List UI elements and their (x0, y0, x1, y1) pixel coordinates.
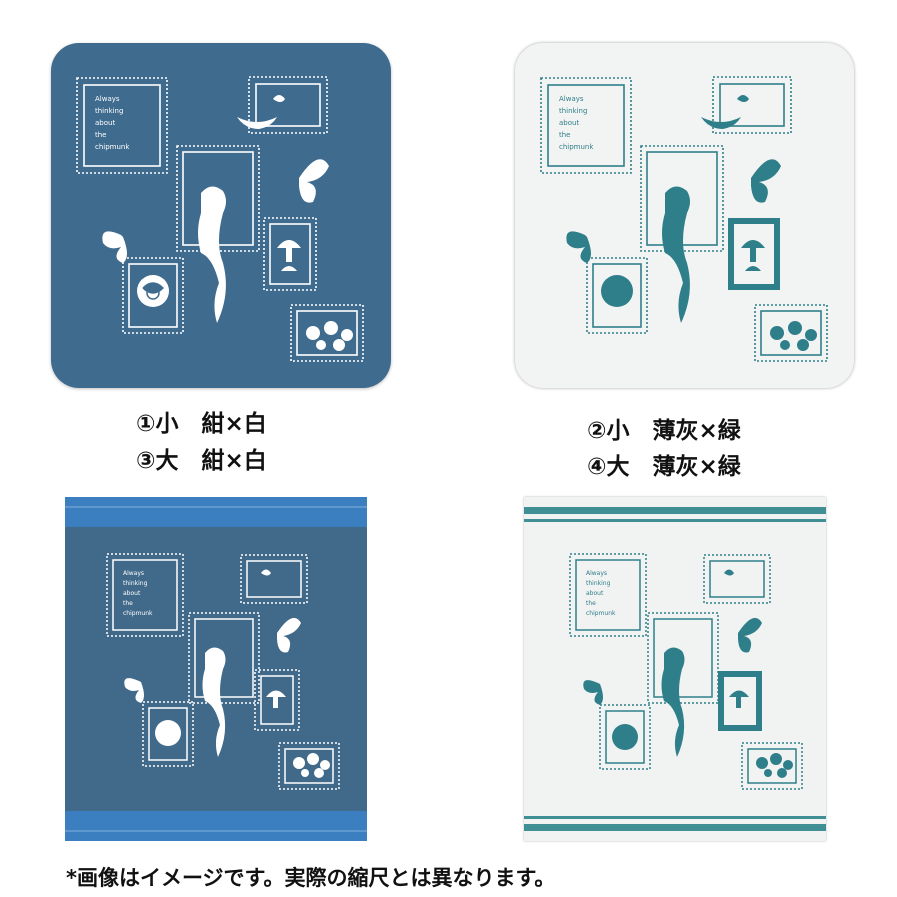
frame-text-line: about (559, 119, 579, 127)
towel-small-navy: Always thinking about the chipmunk (51, 43, 391, 388)
flower-icon (293, 753, 330, 778)
towel-large-lightgray: Always thinking about the chipmunk (524, 497, 826, 841)
frame-text-line: chipmunk (586, 610, 616, 617)
rose-icon (601, 275, 633, 307)
border-stripe (524, 519, 826, 522)
border-stripe (65, 497, 367, 527)
frame-text-line: Always (123, 570, 144, 577)
frame-text-line: Always (559, 95, 584, 103)
mushroom-icon (741, 240, 765, 271)
border-stripe (524, 824, 826, 831)
bird-icon (261, 569, 271, 576)
frame-text-line: chipmunk (95, 143, 130, 151)
frame-text-line: the (586, 600, 596, 607)
flower-icon (756, 753, 793, 778)
flower-icon (770, 321, 817, 351)
bird-icon (724, 569, 734, 576)
frame-text-line: Always (586, 570, 607, 577)
border-stripe (524, 507, 826, 514)
rose-icon (155, 720, 181, 746)
frame-text-line: Always (95, 95, 120, 103)
border-stripe (65, 506, 367, 508)
towel-design: Always thinking about the chipmunk (540, 76, 828, 362)
rose-icon (612, 724, 638, 750)
caption-product-1: ①小 紺×白 (136, 411, 267, 437)
mushroom-icon (729, 690, 749, 708)
border-stripe (65, 811, 367, 841)
frame-text-line: about (123, 590, 141, 597)
border-stripe (65, 830, 367, 832)
frame-text-line: thinking (95, 107, 123, 115)
frame-text-line: the (95, 131, 107, 139)
towel-design: Always thinking about the chipmunk (569, 553, 803, 790)
frame-text-line: chipmunk (559, 143, 594, 151)
towel-small-lightgray: Always thinking about the chipmunk (515, 43, 854, 388)
butterfly-icon (124, 617, 301, 703)
flower-icon (306, 321, 353, 351)
frame-text-line: thinking (123, 580, 148, 587)
frame-text-line: thinking (586, 580, 611, 587)
towel-design: Always thinking about the chipmunk (106, 553, 340, 790)
chipmunk-icon (662, 186, 690, 323)
frame-text-line: chipmunk (123, 610, 153, 617)
caption-product-3: ③大 紺×白 (136, 448, 267, 474)
towel-large-navy: Always thinking about the chipmunk (65, 497, 367, 841)
frame-text-line: the (559, 131, 571, 139)
chipmunk-icon (661, 647, 685, 757)
frame-text-line: thinking (559, 107, 587, 115)
frame-text-line: about (586, 590, 604, 597)
chipmunk-icon (198, 186, 226, 323)
towel-design: Always thinking about the chipmunk (76, 76, 364, 362)
mushroom-icon (266, 690, 286, 708)
frame-text-line: about (95, 119, 115, 127)
mushroom-icon (277, 240, 301, 271)
caption-product-2: ②小 薄灰×緑 (587, 418, 741, 444)
disclaimer-note: *画像はイメージです。実際の縮尺とは異なります。 (66, 866, 556, 890)
caption-product-4: ④大 薄灰×緑 (587, 454, 741, 480)
butterfly-icon (566, 159, 781, 263)
frame-text-line: the (123, 600, 133, 607)
bird-icon (701, 95, 749, 129)
border-stripe (524, 816, 826, 819)
chipmunk-icon (202, 647, 226, 757)
butterfly-icon (102, 159, 329, 263)
bird-icon (237, 95, 285, 129)
butterfly-icon (583, 617, 762, 705)
